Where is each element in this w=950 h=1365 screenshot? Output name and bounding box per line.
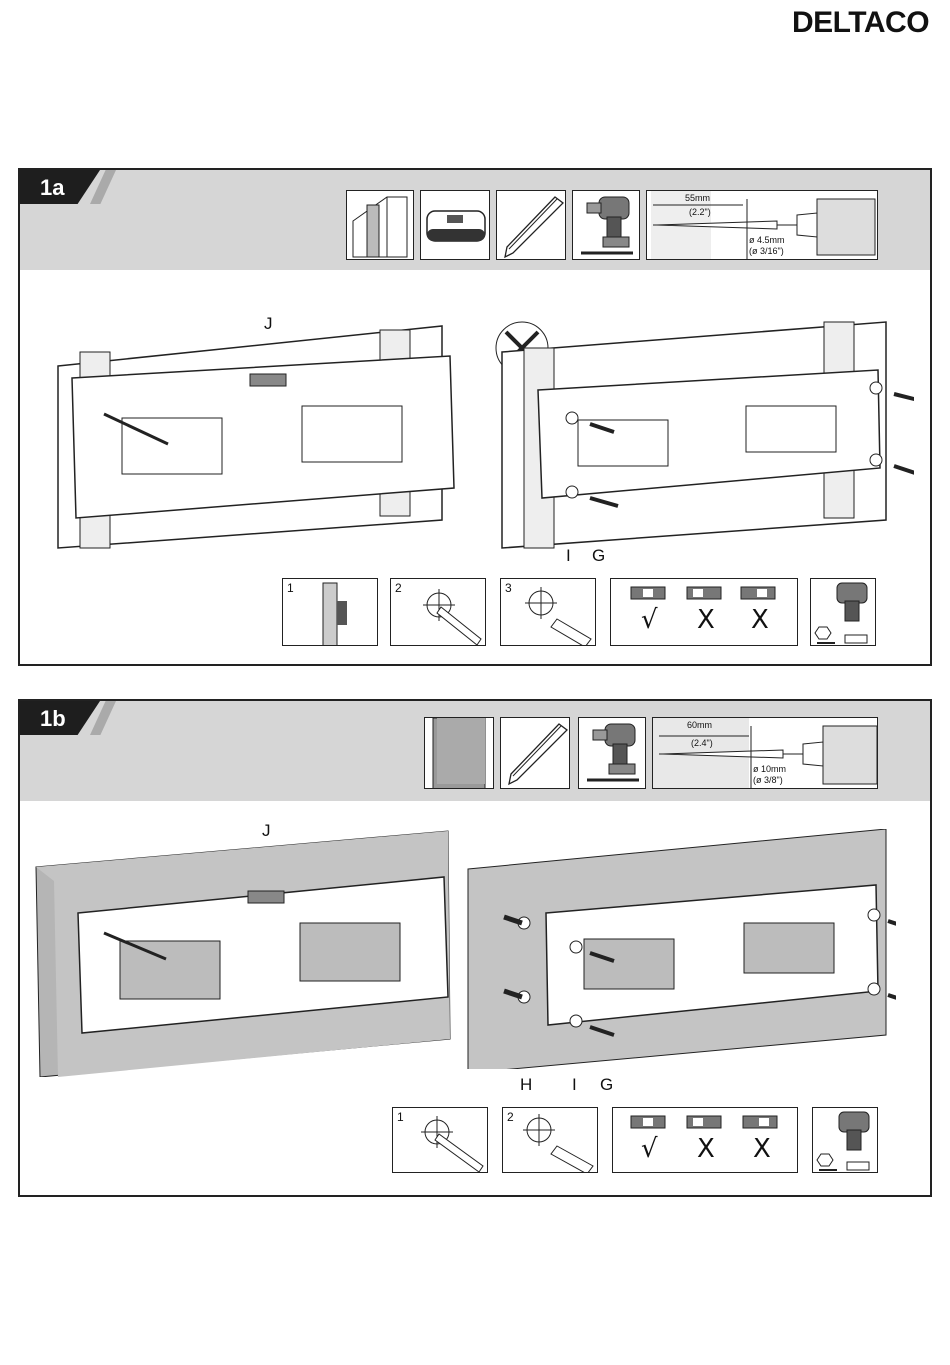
- level-bad-mark: X: [753, 1134, 771, 1164]
- diameter-mm: ø 4.5mm: [749, 235, 785, 245]
- drill-hole-icon: [501, 579, 596, 646]
- substep-2: 2: [502, 1107, 598, 1173]
- pencil-icon: [497, 191, 566, 260]
- depth-in: (2.2"): [689, 207, 711, 217]
- tool-pencil: [496, 190, 566, 260]
- tool-stud-finder: [420, 190, 490, 260]
- brand-logo: DELTACO: [792, 6, 929, 40]
- tool-drill: [578, 717, 646, 789]
- bracket-fixed-scene: [494, 320, 914, 560]
- drill-with-bits-icon: [813, 1108, 878, 1173]
- diameter-mm: ø 10mm: [753, 764, 786, 774]
- pencil-icon: [501, 718, 570, 789]
- level-bad-mark: X: [697, 605, 715, 635]
- depth-in: (2.4"): [691, 738, 713, 748]
- drill-icon: [573, 191, 640, 260]
- tighten-tool: [812, 1107, 878, 1173]
- drill-depth-diagram: 60mm (2.4") ø 10mm (ø 3/8"): [652, 717, 878, 789]
- panel-1b: 1b 60mm (2.4"): [18, 699, 932, 1197]
- depth-mm: 60mm: [687, 720, 712, 730]
- tool-stud-wall: [346, 190, 414, 260]
- substep-1: 1: [282, 578, 378, 646]
- level-check: √ X X: [612, 1107, 798, 1173]
- tool-concrete-wall: [424, 717, 494, 789]
- substep-1: 1: [392, 1107, 488, 1173]
- stud-wall-icon: [347, 191, 414, 260]
- label-i: I: [566, 546, 571, 566]
- level-check: √ X X: [610, 578, 798, 646]
- level-bad-mark: X: [697, 1134, 715, 1164]
- diameter-in: (ø 3/16"): [749, 246, 784, 256]
- drill-icon: [579, 718, 646, 789]
- depth-mm: 55mm: [685, 193, 710, 203]
- stud-finder-on-wall-icon: [283, 579, 378, 646]
- tool-pencil: [500, 717, 570, 789]
- stud-finder-icon: [421, 191, 490, 260]
- label-g: G: [600, 1075, 613, 1095]
- bracket-on-studs-scene: [50, 320, 480, 560]
- label-j: J: [262, 821, 271, 841]
- mark-hole-icon: [393, 1108, 488, 1173]
- diameter-in: (ø 3/8"): [753, 775, 783, 785]
- level-ok-mark: √: [641, 605, 658, 635]
- substep-2: 2: [390, 578, 486, 646]
- substep-3: 3: [500, 578, 596, 646]
- bracket-fixed-concrete-scene: [466, 829, 896, 1069]
- drill-hole-icon: [503, 1108, 598, 1173]
- bracket-on-concrete-scene: [34, 827, 454, 1077]
- tool-drill: [572, 190, 640, 260]
- drill-with-bits-icon: [811, 579, 876, 646]
- label-h: H: [520, 1075, 532, 1095]
- drill-depth-diagram: 55mm (2.2") ø 4.5mm (ø 3/16"): [646, 190, 878, 260]
- concrete-wall-icon: [425, 718, 494, 789]
- level-bad-mark: X: [751, 605, 769, 635]
- label-i: I: [572, 1075, 577, 1095]
- label-g: G: [592, 546, 605, 566]
- mark-hole-icon: [391, 579, 486, 646]
- label-j: J: [264, 314, 273, 334]
- tighten-tool: [810, 578, 876, 646]
- panel-1a: 1a: [18, 168, 932, 666]
- level-ok-mark: √: [641, 1134, 658, 1164]
